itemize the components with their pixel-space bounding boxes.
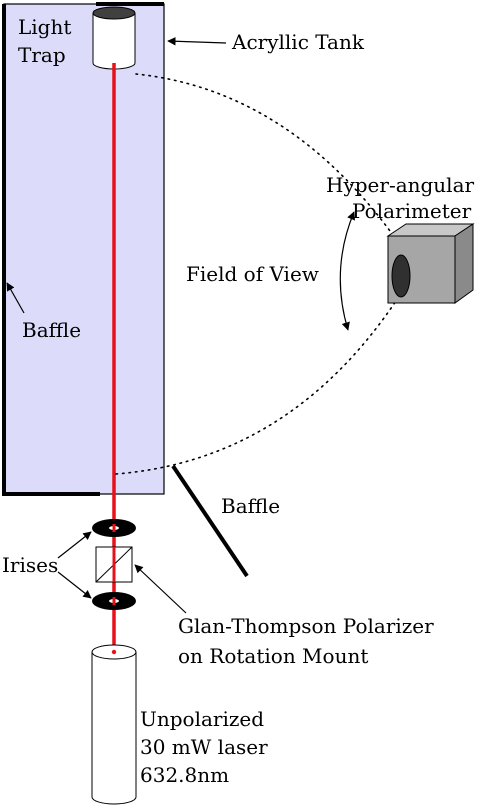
baffle-left-wall <box>2 4 100 496</box>
irises-arrow-lower <box>57 571 92 599</box>
glan-thompson-polarizer <box>95 546 133 583</box>
irises-arrow-upper <box>57 531 92 559</box>
hyper-angular-polarimeter <box>386 223 475 304</box>
light-trap <box>92 6 136 70</box>
light-trap-label-line1: Light <box>18 15 71 39</box>
polarimeter-label-line1: Hyper-angular <box>326 173 475 197</box>
polarizer-label-line1: Glan-Thompson Polarizer <box>178 614 434 638</box>
acrylic-tank-label: Acryllic Tank <box>231 30 365 54</box>
polarizer-label-line2: on Rotation Mount <box>178 644 368 668</box>
laser-label-line2: 30 mW laser <box>140 735 268 759</box>
polarimeter-label-line2: Polarimeter <box>352 199 472 223</box>
acrylic-tank <box>3 3 165 495</box>
irises-label: Irises <box>2 553 58 577</box>
baffle-right-label: Baffle <box>221 494 280 518</box>
light-trap-label-line2: Trap <box>18 43 66 67</box>
polarizer-arrow <box>134 564 187 614</box>
baffle-left-label: Baffle <box>22 318 81 342</box>
baffle-right <box>171 464 249 578</box>
laser-label-line3: 632.8nm <box>140 763 229 787</box>
laser-label-line1: Unpolarized <box>140 707 264 731</box>
baffle-left-arrow <box>6 282 25 314</box>
field-of-view-arc <box>339 211 355 331</box>
laser-source <box>91 644 137 805</box>
field-of-view-label: Field of View <box>186 262 319 286</box>
acrylic-tank-arrow <box>167 37 227 46</box>
field-of-view-lines <box>115 73 399 475</box>
